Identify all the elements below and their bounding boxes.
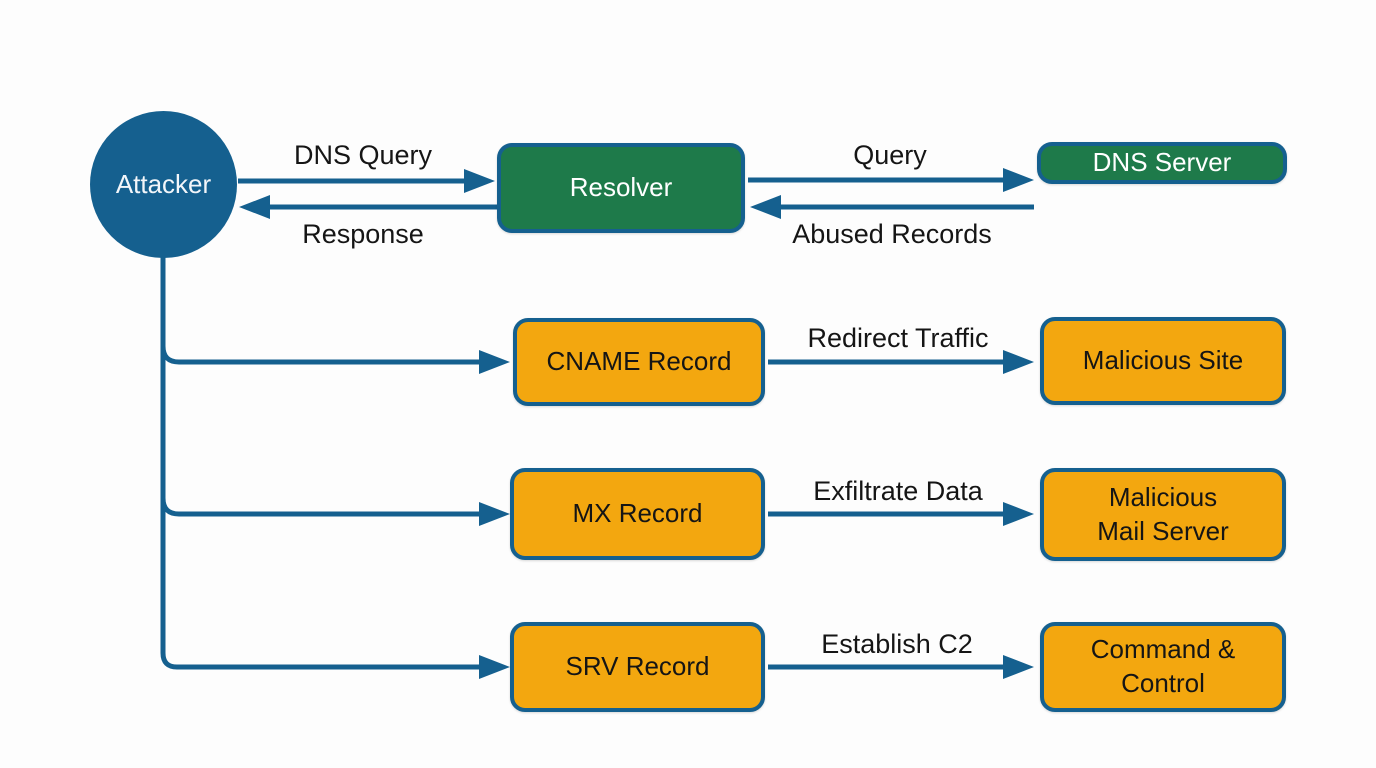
edge-abused-records-arrow bbox=[750, 195, 1034, 219]
node-attacker: Attacker bbox=[90, 111, 237, 258]
node-malicious-mail-server: Malicious Mail Server bbox=[1040, 468, 1286, 561]
node-mx-record: MX Record bbox=[510, 468, 765, 560]
node-malicious-site: Malicious Site bbox=[1040, 317, 1286, 405]
edge-label-query: Query bbox=[853, 140, 927, 170]
node-command-control-label: Command & Control bbox=[1090, 634, 1236, 698]
edge-attacker-cname-arrow bbox=[160, 345, 510, 374]
edge-attacker-srv-arrow bbox=[160, 256, 510, 679]
node-srv-record: SRV Record bbox=[510, 622, 765, 712]
edge-redirect-traffic-arrow bbox=[768, 350, 1034, 374]
edge-label-establish-c2: Establish C2 bbox=[821, 629, 973, 659]
edge-query-arrow bbox=[748, 168, 1034, 192]
edge-label-dns-query: DNS Query bbox=[293, 140, 433, 170]
node-resolver: Resolver bbox=[497, 143, 745, 233]
node-cname-record: CNAME Record bbox=[513, 318, 765, 406]
edge-establish-c2-arrow bbox=[768, 655, 1034, 679]
edge-label-redirect-traffic: Redirect Traffic bbox=[807, 323, 989, 353]
node-malicious-mail-server-label: Malicious Mail Server bbox=[1097, 481, 1229, 546]
node-command-control: Command & Control bbox=[1040, 622, 1286, 712]
edge-label-exfiltrate-data: Exfiltrate Data bbox=[813, 476, 983, 506]
node-dns-server: DNS Server bbox=[1037, 142, 1287, 184]
edge-exfiltrate-data-arrow bbox=[768, 502, 1034, 526]
edge-label-abused-records: Abused Records bbox=[792, 219, 992, 249]
edge-label-response: Response bbox=[302, 219, 424, 249]
edge-dns-query-arrow bbox=[238, 169, 495, 193]
edge-attacker-mx-arrow bbox=[160, 497, 510, 526]
